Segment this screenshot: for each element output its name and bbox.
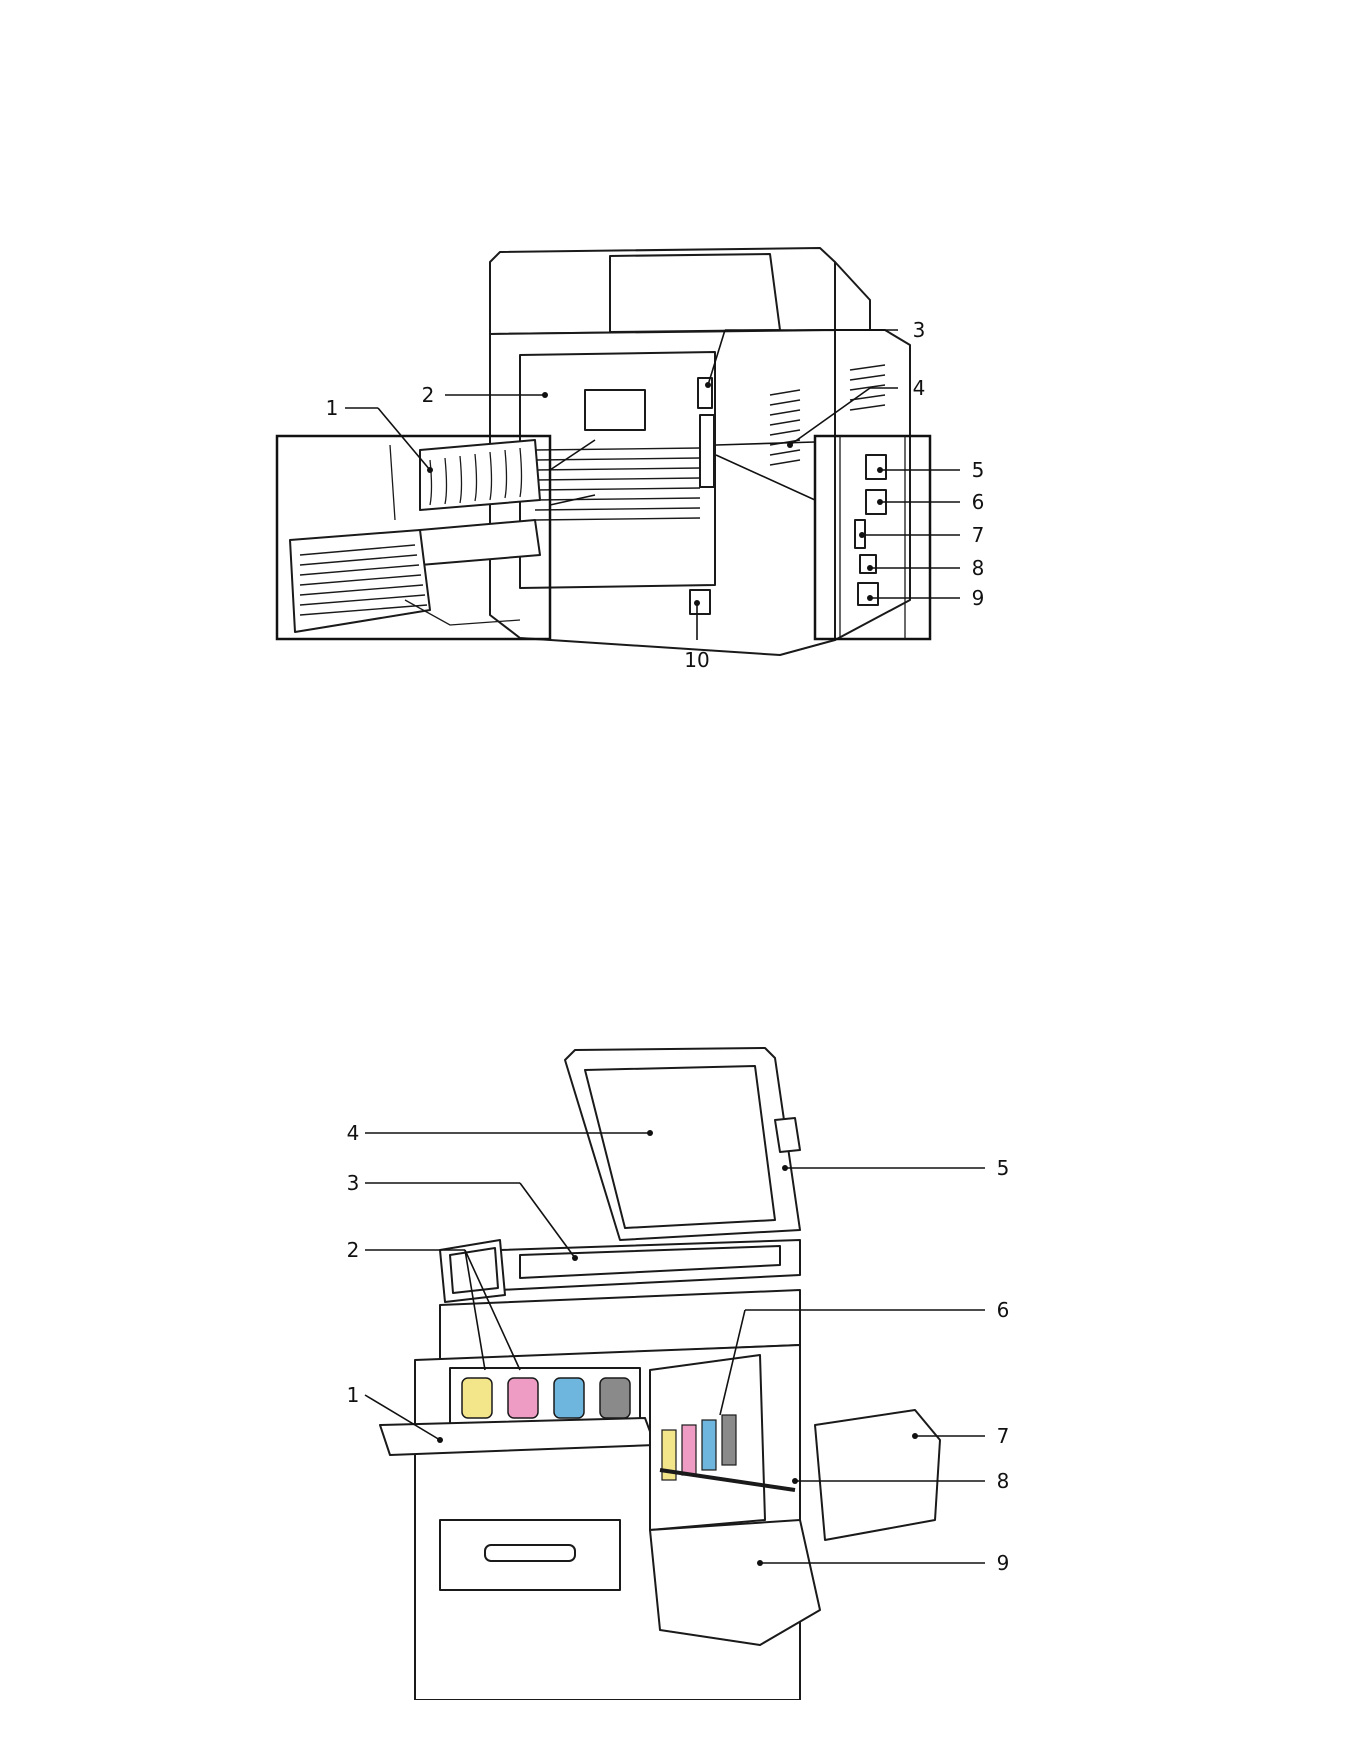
front-callout-5: 5 [997,1156,1010,1180]
rear-view-illustration: 1 2 3 4 5 6 7 8 9 10 [0,0,1361,760]
rear-door-handle [585,390,645,430]
rear-callout-8: 8 [972,556,985,580]
rear-callout-7: 7 [972,523,985,547]
front-callout-7: 7 [997,1424,1010,1448]
toner-yellow [462,1378,492,1418]
front-callout-3: 3 [347,1171,360,1195]
rear-power-socket [690,590,710,614]
rear-callout-4: 4 [913,376,926,400]
rear-view-figure: 1 2 3 4 5 6 7 8 9 10 [0,0,1361,760]
front-callout-9: 9 [997,1551,1010,1575]
rear-adf-cover [610,254,780,332]
front-callout-2: 2 [347,1238,360,1262]
rear-callout-2: 2 [422,383,435,407]
rear-callout-5: 5 [972,458,985,482]
paper-tray-handle [485,1545,575,1561]
rear-callout-6: 6 [972,490,985,514]
front-callout-4: 4 [347,1121,360,1145]
adf-side-handle [775,1118,800,1152]
toner-cyan [554,1378,584,1418]
rear-callout-9: 9 [972,586,985,610]
waste-toner-container [815,1410,940,1540]
rear-callout-10: 10 [684,648,709,672]
toner-magenta [508,1378,538,1418]
front-view-figure: 1 2 3 4 5 6 7 8 9 [0,1000,1361,1700]
rear-port-column [700,415,714,487]
front-callout-8: 8 [997,1469,1010,1493]
toner-black [600,1378,630,1418]
rear-port-column-top [698,378,712,408]
front-callout-6: 6 [997,1298,1010,1322]
rear-scanner-side [835,262,870,330]
rear-callout-3: 3 [913,318,926,342]
front-view-illustration: 1 2 3 4 5 6 7 8 9 [0,1000,1361,1700]
front-callout-1: 1 [347,1383,360,1407]
rear-callout-1: 1 [326,396,339,420]
